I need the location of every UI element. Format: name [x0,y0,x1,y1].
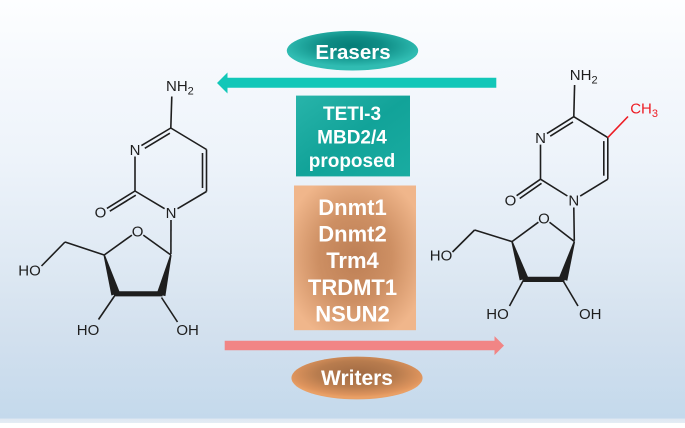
svg-text:OH: OH [176,322,199,339]
svg-text:Writers: Writers [321,367,393,390]
svg-text:O: O [538,210,550,227]
svg-text:NSUN2: NSUN2 [315,301,390,326]
svg-text:N: N [130,142,141,159]
svg-text:proposed: proposed [309,151,396,172]
svg-text:Erasers: Erasers [315,41,390,64]
svg-text:Dnmt1: Dnmt1 [318,195,386,220]
svg-text:N: N [535,130,546,147]
svg-text:MBD2/4: MBD2/4 [317,128,387,149]
svg-text:O: O [132,223,144,240]
svg-text:TRDMT1: TRDMT1 [308,275,397,300]
svg-text:O: O [505,192,517,209]
svg-text:O: O [95,205,107,222]
svg-text:Trm4: Trm4 [326,248,379,273]
svg-text:TETI-3: TETI-3 [323,104,381,125]
svg-text:N: N [568,192,579,209]
svg-text:OH: OH [579,306,602,323]
svg-text:Dnmt2: Dnmt2 [318,222,386,247]
svg-text:HO: HO [430,248,453,265]
svg-text:HO: HO [77,322,100,339]
svg-text:N: N [166,205,177,222]
svg-text:HO: HO [486,306,509,323]
svg-text:HO: HO [18,262,41,279]
